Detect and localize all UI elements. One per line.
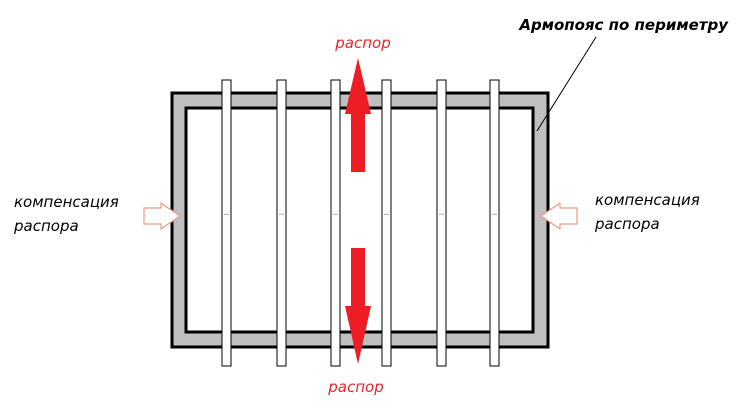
compensation-label-right-line1: компенсация bbox=[595, 191, 700, 209]
rebar bbox=[221, 79, 232, 367]
belt-title: Армопояс по периметру bbox=[518, 16, 729, 34]
rebar bbox=[489, 79, 500, 367]
compensation-arrow-right-icon bbox=[540, 202, 578, 230]
compensation-label-left-line2: распора bbox=[13, 217, 79, 235]
rebar bbox=[276, 79, 287, 367]
midline-marks bbox=[223, 213, 498, 216]
spread-label-top: распор bbox=[334, 34, 390, 52]
spread-arrow-down-icon bbox=[345, 248, 371, 364]
compensation-label-right-line2: распора bbox=[594, 215, 660, 233]
perimeter-belt bbox=[170, 91, 550, 349]
compensation-label-left-line1: компенсация bbox=[14, 193, 119, 211]
spread-label-bottom: распор bbox=[327, 378, 383, 396]
compensation-arrow-left-icon bbox=[143, 202, 181, 230]
rebars bbox=[221, 79, 500, 367]
rebar bbox=[381, 79, 392, 367]
belt-leader-line bbox=[536, 36, 597, 132]
belt-frame bbox=[170, 91, 550, 349]
spread-arrow-up-icon bbox=[345, 58, 371, 172]
rebar bbox=[330, 79, 341, 367]
rebar bbox=[436, 79, 447, 367]
